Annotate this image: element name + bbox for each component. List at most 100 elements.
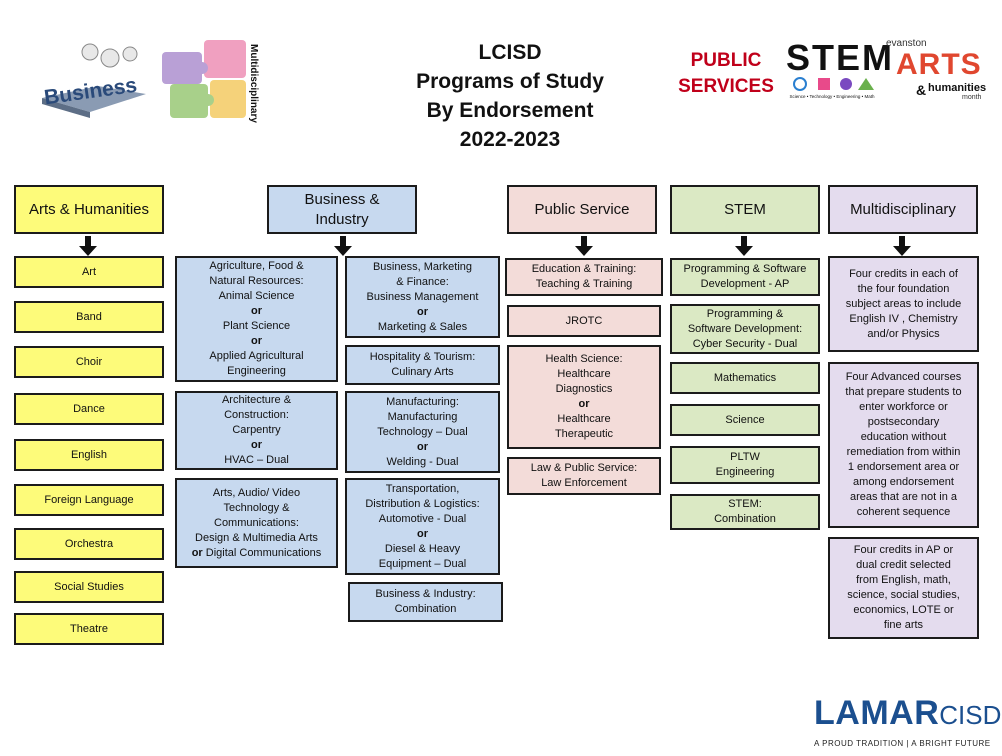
box-line: Transportation, <box>385 482 460 495</box>
box-line: coherent sequence <box>856 506 951 518</box>
arts-logo-sub: humanities <box>928 82 987 94</box>
box-line: English IV , Chemistry <box>849 312 958 325</box>
box-line: HVAC – Dual <box>224 454 289 466</box>
box-line: the four foundation <box>857 282 950 295</box>
public-services-logo: PUBLIC SERVICES <box>676 48 776 100</box>
box-line: Healthcare <box>557 368 611 380</box>
stem-pltw-box: PLTW Engineering <box>670 446 820 484</box>
box-line-text: Digital Communications <box>205 546 322 559</box>
box-line: and/or Physics <box>867 327 940 340</box>
public-services-line-2: SERVICES <box>678 76 774 97</box>
box-line: science, social studies, <box>847 589 960 601</box>
header-arts-humanities: Arts & Humanities <box>14 185 164 234</box>
box-line: Construction: <box>224 409 289 421</box>
title-line-1: LCISD <box>478 41 542 64</box>
stem-tagline: Science • Technology • Engineering • Mat… <box>789 94 875 99</box>
box-line: Applied Agricultural <box>209 350 304 362</box>
arts-item-english: English <box>14 439 164 471</box>
box-line: enter workforce or <box>859 401 948 413</box>
box-line: Teaching & Training <box>535 278 633 290</box>
box-line: Arts, Audio/ Video <box>212 486 301 499</box>
box-line: Business Management <box>366 290 479 303</box>
arts-item-label: Foreign Language <box>44 493 134 506</box>
stem-icons <box>793 77 874 91</box>
box-line: Science <box>725 413 765 426</box>
arts-item-label: Choir <box>75 355 103 368</box>
stem-cyber-security-box: Programming & Software Development: Cybe… <box>670 304 820 354</box>
arts-item-dance: Dance <box>14 393 164 425</box>
box-line: economics, LOTE or <box>853 604 954 616</box>
business-marketing-box: Business, Marketing & Finance: Business … <box>345 256 500 338</box>
box-line: Technology – Dual <box>377 425 468 438</box>
box-line: areas that are not in a <box>849 491 957 503</box>
box-line: Programming & Software <box>683 263 807 275</box>
box-line: Manufacturing: <box>386 395 459 408</box>
header-business-industry: Business & Industry <box>267 185 417 234</box>
business-arts-av-box: Arts, Audio/ Video Technology & Communic… <box>175 478 338 568</box>
arts-item-label: Dance <box>73 402 105 415</box>
box-line: Engineering <box>715 466 775 478</box>
box-line: Law & Public Service: <box>530 462 638 474</box>
box-line: among endorsement <box>853 476 954 488</box>
business-architecture-box: Architecture & Construction: Carpentry o… <box>175 391 338 470</box>
box-line: Manufacturing <box>387 410 458 423</box>
arts-item-theatre: Theatre <box>14 613 164 645</box>
multi-advanced-box: Four Advanced courses that prepare stude… <box>828 362 979 528</box>
or-label: or <box>251 335 262 347</box>
down-arrow-icon <box>334 236 352 256</box>
or-label: or <box>251 439 262 451</box>
box-line: Four credits in each of <box>849 267 958 280</box>
box-line: Agriculture, Food & <box>209 260 304 272</box>
box-line: JROTC <box>565 314 603 327</box>
box-line: 1 endorsement area or <box>847 461 960 473</box>
box-line: Business & Industry: <box>375 588 476 600</box>
box-line: Animal Science <box>218 290 295 302</box>
arts-item-social-studies: Social Studies <box>14 571 164 603</box>
stem-mathematics-box: Mathematics <box>670 362 820 394</box>
arts-item-label: Theatre <box>70 622 108 635</box>
header-stem-label: STEM <box>724 200 766 218</box>
or-label: or <box>417 527 428 540</box>
business-manufacturing-box: Manufacturing: Manufacturing Technology … <box>345 391 500 473</box>
box-line: Mathematics <box>713 371 777 384</box>
down-arrow-icon <box>79 236 97 256</box>
header-public-service: Public Service <box>507 185 657 234</box>
arts-humanities-logo: evanston ARTS & humanities month <box>882 38 992 108</box>
arts-item-orchestra: Orchestra <box>14 528 164 560</box>
box-line: that prepare students to <box>845 386 962 398</box>
box-line: postsecondary <box>867 416 940 428</box>
stem-logo-text: STEM <box>786 37 895 78</box>
lamar-logo-wordmark: LAMARCISD <box>814 694 1001 739</box>
box-line: Education & Training: <box>531 263 637 275</box>
or-label: or <box>251 305 262 317</box>
stem-programming-ap-box: Programming & Software Development - AP <box>670 258 820 296</box>
or-label: or <box>417 305 428 318</box>
header-multidisciplinary: Multidisciplinary <box>828 185 978 234</box>
business-combination-box: Business & Industry: Combination <box>348 582 503 622</box>
header-business-line-1: Business & <box>304 190 380 208</box>
box-line: Engineering <box>227 365 286 377</box>
box-line: Four credits in AP or <box>853 544 954 556</box>
box-line: from English, math, <box>856 574 951 586</box>
box-line: Communications: <box>214 516 299 529</box>
stem-combination-box: STEM: Combination <box>670 494 820 530</box>
arts-item-label: Art <box>81 265 97 278</box>
box-line: Marketing & Sales <box>377 320 468 333</box>
header-public-label: Public Service <box>534 200 630 218</box>
business-transportation-box: Transportation, Distribution & Logistics… <box>345 478 500 575</box>
business-logo: Business <box>38 38 148 118</box>
arts-item-label: Orchestra <box>64 537 114 550</box>
title-line-4: 2022-2023 <box>459 128 561 151</box>
down-arrow-icon <box>735 236 753 256</box>
box-line: & Finance: <box>396 275 449 288</box>
box-line: fine arts <box>883 619 924 631</box>
business-hospitality-box: Hospitality & Tourism: Culinary Arts <box>345 345 500 385</box>
box-line: Combination <box>394 603 457 615</box>
box-line: Therapeutic <box>554 428 614 440</box>
multi-foundation-box: Four credits in each of the four foundat… <box>828 256 979 352</box>
puzzle-pieces-icon <box>162 40 246 118</box>
box-line: subject areas to include <box>845 297 962 310</box>
lamar-logo-word: LAMAR <box>814 694 940 732</box>
public-law-box: Law & Public Service: Law Enforcement <box>507 457 661 495</box>
public-services-line-1: PUBLIC <box>690 50 762 71</box>
